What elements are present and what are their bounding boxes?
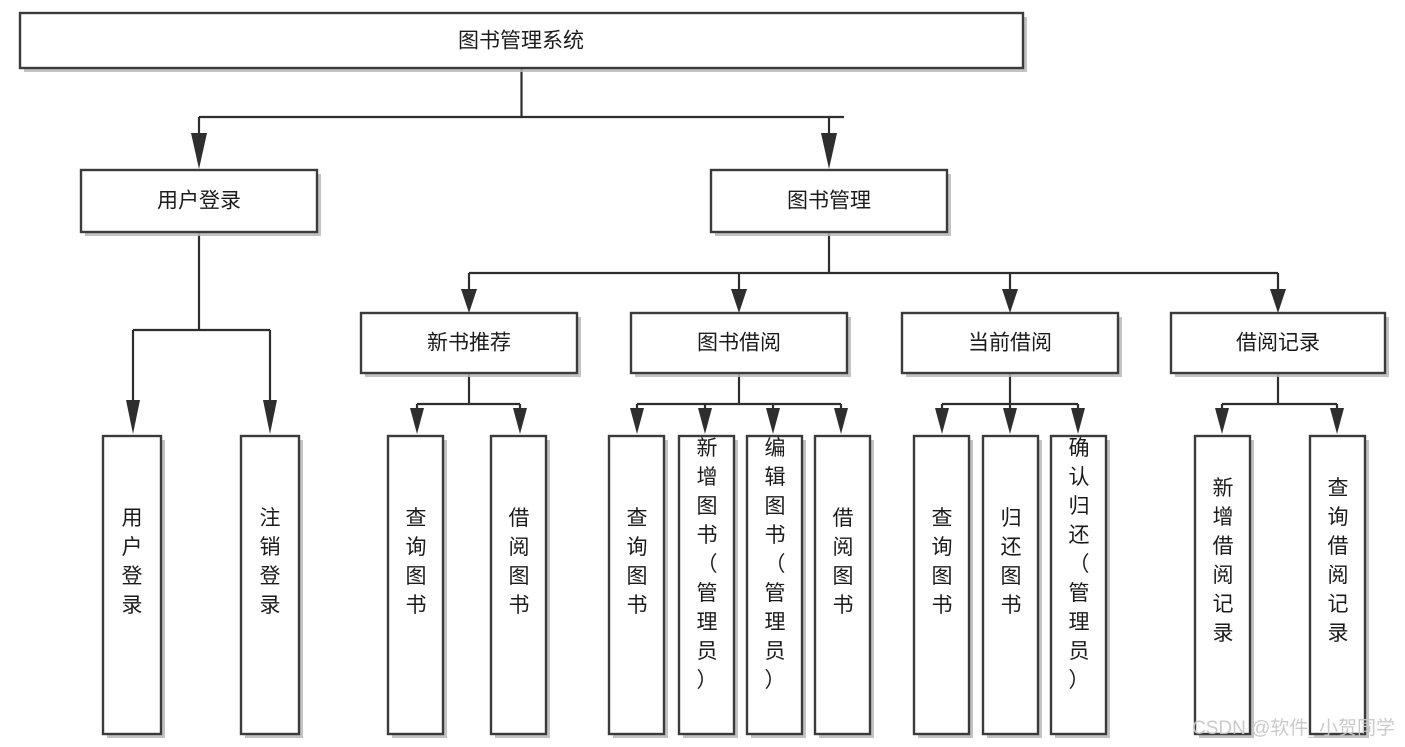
node-leaf-query-record[interactable]: 查询借阅记录 bbox=[1308, 434, 1369, 738]
node-book-borrow[interactable]: 图书借阅 bbox=[629, 311, 851, 377]
node-root[interactable]: 图书管理系统 bbox=[18, 11, 1027, 72]
node-leaf-query-record-label: 查询借阅记录 bbox=[1328, 477, 1349, 645]
node-leaf-add-book-box[interactable] bbox=[677, 434, 736, 736]
arrow-leaf-add-record bbox=[1215, 408, 1229, 434]
node-leaf-borrow-book-1[interactable]: 借阅图书 bbox=[489, 434, 550, 738]
node-leaf-query-book-3-box[interactable] bbox=[912, 434, 971, 736]
node-new-book-rec-box[interactable] bbox=[359, 311, 579, 375]
node-leaf-borrow-book-2[interactable]: 借阅图书 bbox=[813, 434, 874, 738]
arrow-leaf-add-book bbox=[698, 408, 712, 434]
node-leaf-user-logout[interactable]: 注销登录 bbox=[239, 434, 303, 738]
node-book-manage[interactable]: 图书管理 bbox=[709, 168, 951, 236]
arrow-leaf-borrow-book-2 bbox=[834, 408, 848, 434]
node-book-borrow-label: 图书借阅 bbox=[697, 332, 781, 355]
node-leaf-add-book-label: 新增图书（管理员） bbox=[697, 437, 718, 692]
node-borrow-record-box[interactable] bbox=[1169, 311, 1387, 375]
node-user-login[interactable]: 用户登录 bbox=[79, 168, 321, 236]
node-leaf-edit-book-label: 编辑图书（管理员） bbox=[765, 437, 786, 692]
arrow-new-book-rec bbox=[461, 289, 477, 313]
node-current-borrow-label: 当前借阅 bbox=[968, 332, 1052, 355]
arrow-leaf-edit-book bbox=[766, 408, 780, 434]
node-leaf-confirm-return[interactable]: 确认归还（管理员） bbox=[1049, 434, 1110, 738]
node-leaf-confirm-return-box[interactable] bbox=[1049, 434, 1108, 736]
node-leaf-add-book[interactable]: 新增图书（管理员） bbox=[677, 434, 738, 738]
node-leaf-query-book-1[interactable]: 查询图书 bbox=[386, 434, 447, 738]
node-leaf-query-book-1-label: 查询图书 bbox=[406, 507, 427, 617]
node-leaf-add-record[interactable]: 新增借阅记录 bbox=[1193, 434, 1254, 738]
node-leaf-add-record-box[interactable] bbox=[1193, 434, 1252, 736]
node-leaf-query-book-3-label: 查询图书 bbox=[932, 507, 953, 617]
node-leaf-user-logout-box[interactable] bbox=[239, 434, 301, 736]
arrow-leaf-query-record bbox=[1330, 408, 1344, 434]
arrow-leaf-user-logout bbox=[263, 400, 277, 434]
node-book-manage-box[interactable] bbox=[709, 168, 949, 234]
node-leaf-edit-book-box[interactable] bbox=[745, 434, 804, 736]
node-leaf-user-logout-label: 注销登录 bbox=[260, 507, 281, 617]
node-current-borrow[interactable]: 当前借阅 bbox=[900, 311, 1122, 377]
node-borrow-record-label: 借阅记录 bbox=[1236, 332, 1320, 355]
arrow-leaf-query-book-1 bbox=[410, 408, 424, 434]
arrow-current-borrow bbox=[1002, 289, 1018, 313]
node-book-manage-label: 图书管理 bbox=[787, 190, 871, 213]
node-root-box[interactable] bbox=[18, 11, 1025, 70]
arrow-user-login bbox=[191, 133, 207, 169]
node-leaf-borrow-book-1-box[interactable] bbox=[489, 434, 548, 736]
node-leaf-query-book-1-box[interactable] bbox=[386, 434, 445, 736]
node-user-login-box[interactable] bbox=[79, 168, 319, 234]
node-leaf-query-book-3[interactable]: 查询图书 bbox=[912, 434, 973, 738]
node-leaf-return-book-label: 归还图书 bbox=[1001, 507, 1022, 617]
arrow-leaf-borrow-book-1 bbox=[513, 408, 527, 434]
node-leaf-borrow-book-2-label: 借阅图书 bbox=[833, 507, 854, 617]
arrow-leaf-query-book-3 bbox=[935, 408, 949, 434]
node-book-borrow-box[interactable] bbox=[629, 311, 849, 375]
node-root-label: 图书管理系统 bbox=[458, 30, 584, 53]
node-leaf-query-book-2-label: 查询图书 bbox=[627, 507, 648, 617]
node-new-book-rec[interactable]: 新书推荐 bbox=[359, 311, 581, 377]
arrow-leaf-user-login bbox=[126, 400, 140, 434]
node-current-borrow-box[interactable] bbox=[900, 311, 1120, 375]
node-leaf-borrow-book-2-box[interactable] bbox=[813, 434, 872, 736]
node-leaf-user-login[interactable]: 用户登录 bbox=[101, 434, 165, 738]
node-leaf-user-login-label: 用户登录 bbox=[122, 507, 143, 617]
node-leaf-user-login-box[interactable] bbox=[101, 434, 163, 736]
node-leaf-query-book-2[interactable]: 查询图书 bbox=[607, 434, 668, 738]
csdn-watermark: CSDN @软件_小贺同学 bbox=[1192, 717, 1395, 739]
node-leaf-edit-book[interactable]: 编辑图书（管理员） bbox=[745, 434, 806, 738]
node-user-login-label: 用户登录 bbox=[157, 190, 241, 213]
node-leaf-return-book[interactable]: 归还图书 bbox=[981, 434, 1042, 738]
node-new-book-rec-label: 新书推荐 bbox=[427, 332, 511, 355]
node-borrow-record[interactable]: 借阅记录 bbox=[1169, 311, 1389, 377]
arrow-leaf-query-book-2 bbox=[630, 408, 644, 434]
arrow-leaf-confirm-return bbox=[1071, 408, 1085, 434]
node-leaf-return-book-box[interactable] bbox=[981, 434, 1040, 736]
node-leaf-borrow-book-1-label: 借阅图书 bbox=[509, 507, 530, 617]
arrow-leaf-return-book bbox=[1003, 408, 1017, 434]
arrow-borrow-record bbox=[1270, 289, 1286, 313]
node-leaf-query-book-2-box[interactable] bbox=[607, 434, 666, 736]
arrow-book-manage bbox=[821, 133, 837, 169]
arrow-book-borrow bbox=[731, 289, 747, 313]
node-leaf-confirm-return-label: 确认归还（管理员） bbox=[1069, 437, 1090, 692]
node-leaf-query-record-box[interactable] bbox=[1308, 434, 1367, 736]
connector-layer bbox=[126, 68, 1344, 434]
node-leaf-add-record-label: 新增借阅记录 bbox=[1213, 477, 1234, 645]
